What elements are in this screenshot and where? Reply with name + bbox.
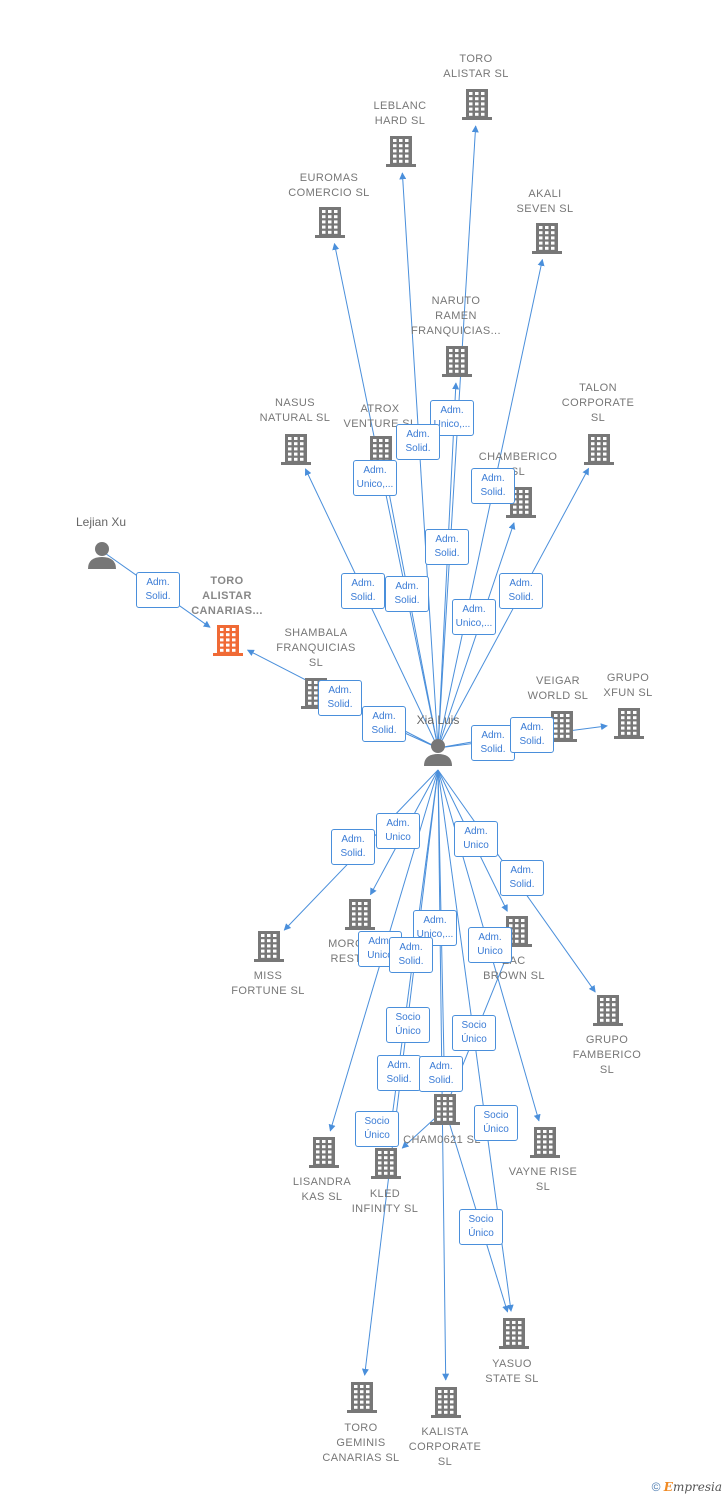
company-label-nasus[interactable]: NASUS NATURAL SL xyxy=(259,397,331,424)
company-icon-talon[interactable] xyxy=(584,434,614,465)
company-icon-grupo_xfun[interactable] xyxy=(614,708,644,739)
edge-xia-naruto xyxy=(437,382,460,749)
company-icon-yasuo[interactable] xyxy=(499,1318,529,1349)
company-label-grupo_xfun[interactable]: GRUPO XFUN SL xyxy=(603,672,653,699)
company-label-famberico[interactable]: GRUPO FAMBERICO SL xyxy=(572,1034,642,1076)
company-icon-euromas[interactable] xyxy=(315,207,345,238)
company-icon-toro_geminis[interactable] xyxy=(347,1382,377,1413)
brand-logo: Empresia xyxy=(663,1480,722,1494)
company-icon-naruto[interactable] xyxy=(442,346,472,377)
company-label-kalista[interactable]: KALISTA CORPORATE SL xyxy=(408,1426,482,1468)
company-label-toro_geminis[interactable]: TORO GEMINIS CANARIAS SL xyxy=(322,1422,400,1464)
company-label-akali[interactable]: AKALI SEVEN SL xyxy=(516,188,574,215)
relation-badge[interactable]: Adm. Solid. xyxy=(318,680,362,716)
company-label-yasuo[interactable]: YASUO STATE SL xyxy=(485,1358,539,1385)
company-label-shambala[interactable]: SHAMBALA FRANQUICIAS SL xyxy=(276,627,356,669)
relation-badge[interactable]: Adm. Solid. xyxy=(471,725,515,761)
relation-badge[interactable]: Adm. Solid. xyxy=(362,706,406,742)
relation-badge[interactable]: Adm. Solid. xyxy=(471,468,515,504)
relation-badge[interactable]: Adm. Solid. xyxy=(377,1055,421,1091)
company-label-talon[interactable]: TALON CORPORATE SL xyxy=(561,382,635,424)
relation-badge[interactable]: Adm. Solid. xyxy=(510,717,554,753)
company-icon-cham0621[interactable] xyxy=(430,1094,460,1125)
relation-badge[interactable]: Adm. Solid. xyxy=(331,829,375,865)
relation-badge[interactable]: Adm. Unico xyxy=(454,821,498,857)
relation-badge[interactable]: Adm. Unico xyxy=(376,813,420,849)
company-icon-akali[interactable] xyxy=(532,223,562,254)
edge-xia-leblanc xyxy=(399,172,439,749)
relation-badge[interactable]: Adm. Solid. xyxy=(136,572,180,608)
company-label-lisandra[interactable]: LISANDRA KAS SL xyxy=(292,1176,352,1203)
company-label-euromas[interactable]: EUROMAS COMERCIO SL xyxy=(288,172,370,199)
company-icon-leblanc[interactable] xyxy=(386,136,416,167)
relation-badge[interactable]: Adm. Solid. xyxy=(396,424,440,460)
company-icon-lisandra[interactable] xyxy=(309,1137,339,1168)
company-label-toro_canarias[interactable]: TORO ALISTAR CANARIAS... xyxy=(191,575,263,617)
company-label-cham0621[interactable]: CHAM0621 SL xyxy=(403,1134,481,1146)
company-icon-toro_alistar[interactable] xyxy=(462,89,492,120)
company-icon-morg[interactable] xyxy=(345,899,375,930)
relation-badge[interactable]: Adm. Solid. xyxy=(419,1056,463,1092)
relation-badge[interactable]: Adm. Unico,... xyxy=(452,599,496,635)
relation-badge[interactable]: Adm. Solid. xyxy=(499,573,543,609)
relation-badge[interactable]: Socio Único xyxy=(474,1105,518,1141)
relation-badge[interactable]: Adm. Solid. xyxy=(500,860,544,896)
relation-badge[interactable]: Socio Único xyxy=(355,1111,399,1147)
footer-brand: © Empresia xyxy=(652,1480,722,1494)
relation-badge[interactable]: Socio Único xyxy=(459,1209,503,1245)
company-icon-famberico[interactable] xyxy=(593,995,623,1026)
relation-badge[interactable]: Adm. Solid. xyxy=(425,529,469,565)
company-icon-kalista[interactable] xyxy=(431,1387,461,1418)
edge-xia-toro_alistar xyxy=(437,125,479,749)
company-label-vayne[interactable]: VAYNE RISE SL xyxy=(508,1166,578,1193)
person-label-lejian[interactable]: Lejian Xu xyxy=(75,515,127,529)
person-icon-lejian[interactable] xyxy=(88,542,116,569)
company-icon-veigar[interactable] xyxy=(547,711,577,742)
person-label-xia[interactable]: Xia Luis xyxy=(416,713,460,727)
company-icon-kled[interactable] xyxy=(371,1148,401,1179)
company-icon-miss_fortune[interactable] xyxy=(254,931,284,962)
relation-badge[interactable]: Socio Único xyxy=(386,1007,430,1043)
company-icon-nasus[interactable] xyxy=(281,434,311,465)
relation-badge[interactable]: Adm. Solid. xyxy=(389,937,433,973)
company-icon-vayne[interactable] xyxy=(530,1127,560,1158)
relation-badge[interactable]: Adm. Unico xyxy=(468,927,512,963)
relation-badge[interactable]: Adm. Solid. xyxy=(385,576,429,612)
company-label-miss_fortune[interactable]: MISS FORTUNE SL xyxy=(231,970,305,997)
company-label-morg[interactable]: MORG REST xyxy=(328,938,364,965)
relation-badge[interactable]: Adm. Solid. xyxy=(341,573,385,609)
company-label-kled[interactable]: KLED INFINITY SL xyxy=(351,1188,419,1215)
company-label-leblanc[interactable]: LEBLANC HARD SL xyxy=(373,100,427,127)
edge-xia-chamberico xyxy=(437,522,516,749)
copyright-symbol: © xyxy=(651,1480,661,1494)
company-label-naruto[interactable]: NARUTO RAMEN FRANQUICIAS... xyxy=(411,295,501,337)
company-label-veigar[interactable]: VEIGAR WORLD SL xyxy=(527,675,589,702)
relation-badge[interactable]: Socio Único xyxy=(452,1015,496,1051)
person-icon-xia[interactable] xyxy=(424,739,452,766)
relation-badge[interactable]: Adm. Unico,... xyxy=(353,460,397,496)
company-label-toro_alistar[interactable]: TORO ALISTAR SL xyxy=(443,53,509,80)
company-icon-toro_canarias[interactable] xyxy=(213,625,243,656)
